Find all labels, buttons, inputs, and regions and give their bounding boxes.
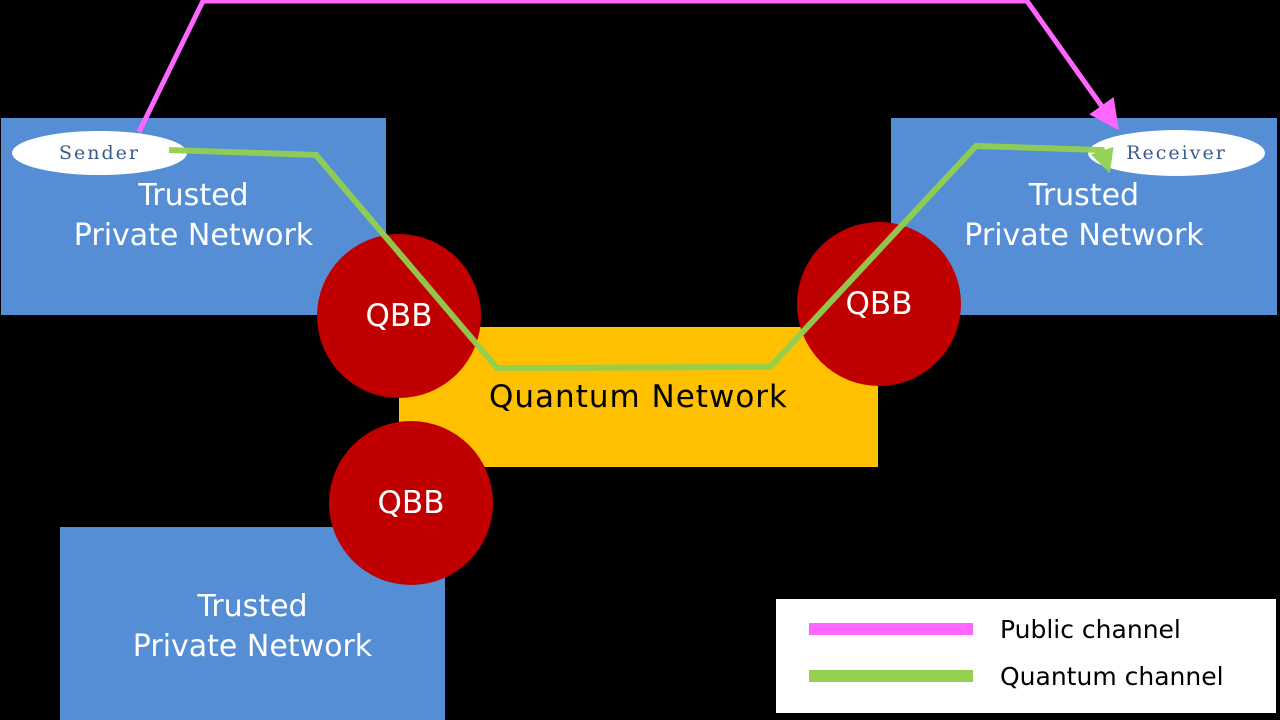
network-label-line2: Private Network xyxy=(132,629,373,664)
public-channel-line xyxy=(136,0,1119,134)
network-label-line1: Trusted xyxy=(197,589,308,624)
qbb-label: QBB xyxy=(845,286,913,322)
quantum-network-label: Quantum Network xyxy=(489,379,788,415)
sender-label: Sender xyxy=(59,142,140,164)
legend-item-public-channel: Public channel xyxy=(776,611,1276,647)
quantum-channel-line xyxy=(168,142,1114,372)
sender-node: Sender xyxy=(12,131,187,175)
legend: Public channel Quantum channel xyxy=(775,598,1277,714)
qbb-label: QBB xyxy=(365,298,433,334)
legend-label: Public channel xyxy=(1000,614,1181,644)
legend-item-quantum-channel: Quantum channel xyxy=(776,658,1276,694)
network-label-line2: Private Network xyxy=(964,218,1204,253)
public-channel-swatch xyxy=(809,623,973,635)
receiver-label: Receiver xyxy=(1126,142,1227,164)
quantum-channel-swatch xyxy=(809,670,973,682)
network-label-line1: Trusted xyxy=(1028,178,1140,213)
network-label-line2: Private Network xyxy=(73,218,314,253)
network-label-line1: Trusted xyxy=(138,178,249,213)
legend-label: Quantum channel xyxy=(1000,661,1224,691)
receiver-node: Receiver xyxy=(1088,130,1265,176)
qbb-label: QBB xyxy=(377,485,445,521)
qbb-node-third: QBB xyxy=(329,421,493,585)
